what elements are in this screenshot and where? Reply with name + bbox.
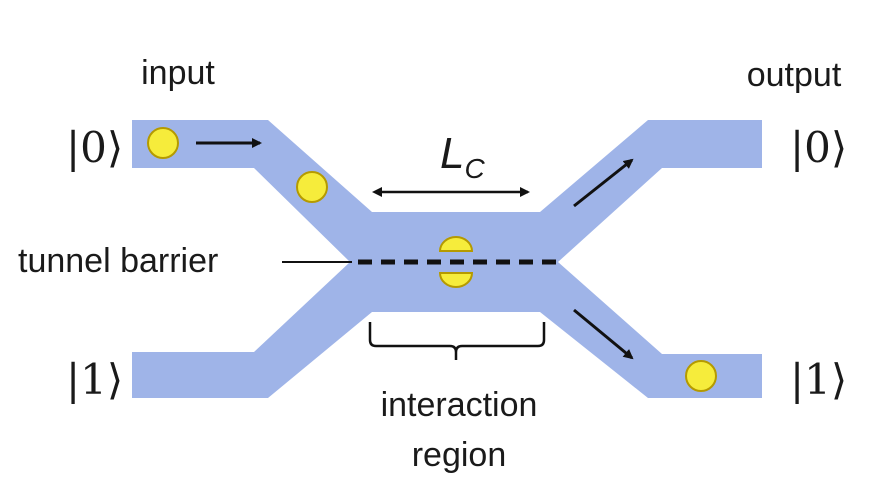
interaction-region-brace — [368, 322, 546, 360]
output-bottom-arrow — [573, 308, 634, 360]
waveguide — [132, 120, 762, 398]
input-label: input — [141, 54, 215, 92]
interaction-label-line1: interaction — [381, 386, 538, 424]
ket-input-bottom: |1⟩ — [66, 355, 123, 404]
ket-output-bottom: |1⟩ — [790, 355, 847, 404]
particle-split-bottom — [438, 272, 474, 288]
coupling-length-label: LC — [440, 129, 485, 184]
ket-input-top: |0⟩ — [66, 123, 123, 172]
particle-travelling — [296, 171, 328, 203]
coupling-length-symbol: L — [440, 129, 464, 178]
output-label: output — [747, 56, 842, 94]
tunnel-barrier-label: tunnel barrier — [18, 242, 218, 280]
particle-split-top — [438, 236, 474, 252]
ket-output-top: |0⟩ — [790, 123, 847, 172]
coupling-length-subscript: C — [464, 153, 485, 184]
particle-output — [685, 360, 717, 392]
particle-input — [147, 127, 179, 159]
output-top-arrow — [573, 158, 634, 208]
interaction-label-line2: region — [412, 436, 507, 474]
